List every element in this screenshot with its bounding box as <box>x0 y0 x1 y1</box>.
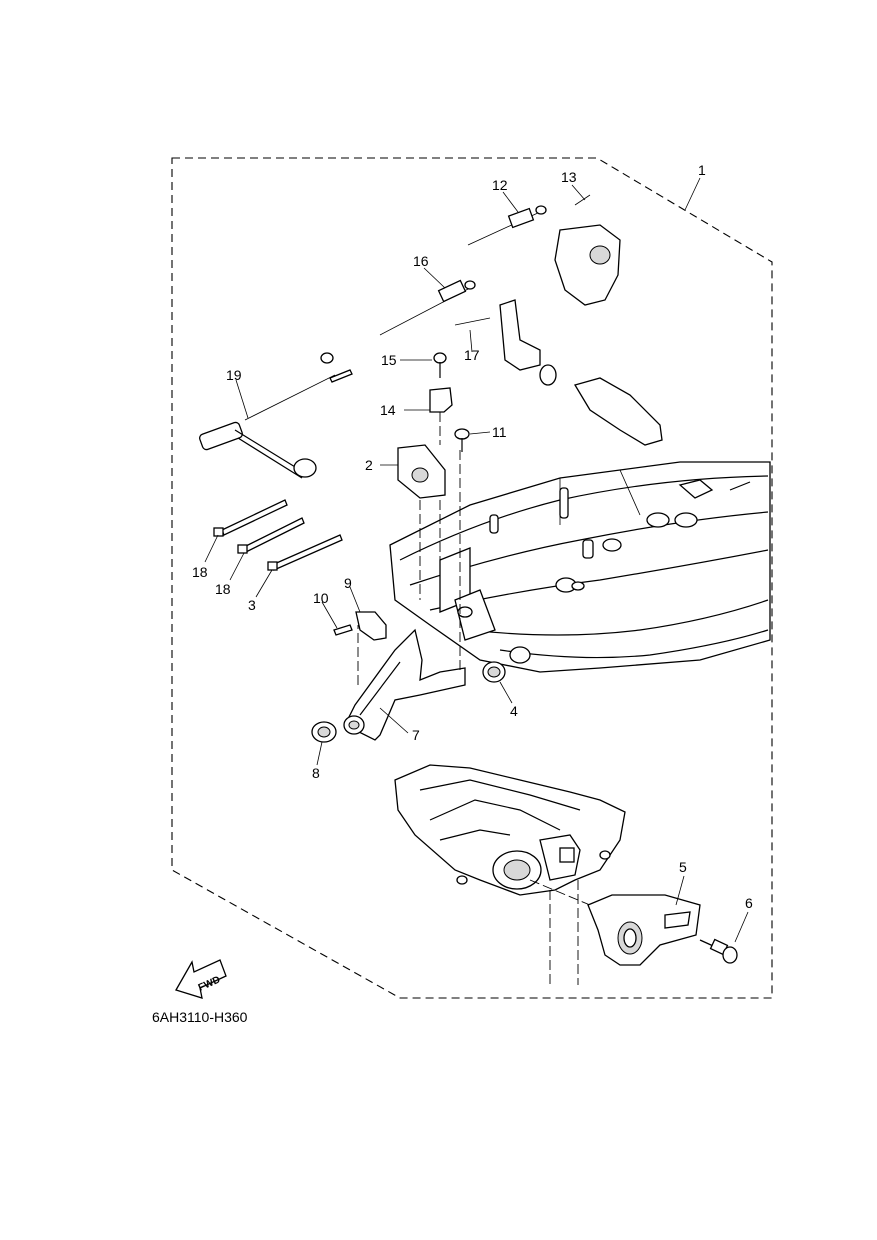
part-6-bolt <box>699 938 738 964</box>
callout-11: 11 <box>492 424 507 440</box>
callout-3: 3 <box>248 597 256 613</box>
part-10-screw <box>333 624 353 636</box>
part-2-holder <box>397 444 446 600</box>
fwd-arrow-icon: FWD <box>175 959 227 999</box>
callout-18a: 18 <box>192 564 208 580</box>
callout-1: 1 <box>698 162 706 178</box>
callout-4: 4 <box>510 703 518 719</box>
callout-15: 15 <box>381 352 397 368</box>
callout-16: 16 <box>413 253 429 269</box>
callout-7: 7 <box>412 727 420 743</box>
callout-12: 12 <box>492 177 508 193</box>
part-4-grommet <box>482 661 506 683</box>
bottom-cowling-casting <box>389 461 771 673</box>
part-9-clamp <box>355 611 387 641</box>
part-17-clip <box>454 317 491 326</box>
callout-6: 6 <box>745 895 753 911</box>
callout-5: 5 <box>679 859 687 875</box>
cable-ties <box>213 499 343 571</box>
callout-2: 2 <box>365 457 373 473</box>
diagram-code: 6AH3110-H360 <box>152 1009 248 1025</box>
leader-lines <box>204 177 749 943</box>
callout-8: 8 <box>312 765 320 781</box>
part-19-stop-switch <box>199 352 353 479</box>
callout-10: 10 <box>313 590 329 606</box>
callout-19: 19 <box>226 367 242 383</box>
callout-17: 17 <box>464 347 480 363</box>
callout-18b: 18 <box>215 581 231 597</box>
throttle-cable-linkage <box>379 194 663 446</box>
part-8-grommet <box>311 721 337 743</box>
part-7-bracket-plate <box>343 450 466 741</box>
callout-14: 14 <box>380 402 396 418</box>
part-14-clamp <box>429 387 453 445</box>
callout-13: 13 <box>561 169 577 185</box>
swivel-bracket-casting <box>394 764 626 985</box>
callout-9: 9 <box>344 575 352 591</box>
part-5-bracket <box>587 894 701 966</box>
part-15-bolt <box>433 352 447 378</box>
part-11-bolt <box>454 428 470 452</box>
